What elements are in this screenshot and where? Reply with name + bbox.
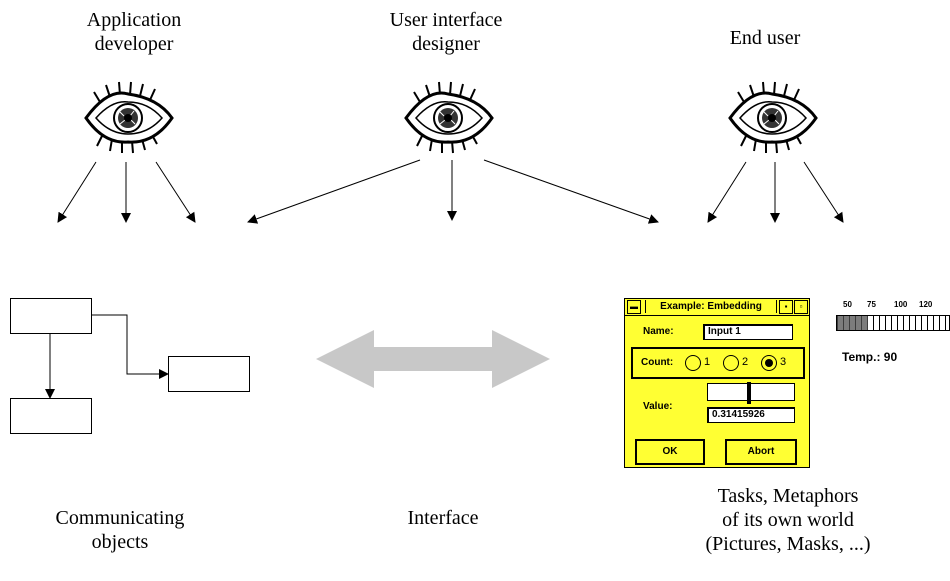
window-menu-icon[interactable]: ▬ [627,300,641,314]
arrow-enduser-right [803,161,844,223]
radio-option-1[interactable] [685,355,701,371]
arrow-designer-left [247,159,421,224]
temperature-scale[interactable] [836,315,950,331]
tick-label-120: 120 [919,300,933,309]
count-label: Count: [641,357,674,368]
eye-icon-end-user [728,80,818,155]
role-ui-designer: User interface designer [389,9,503,55]
value-field[interactable]: 0.31415926 [707,407,795,423]
object-box-top [10,298,92,334]
radio-option-3[interactable] [761,355,777,371]
radio-label-3: 3 [780,356,787,368]
radio-label-1: 1 [704,356,711,368]
value-label: Value: [643,401,673,412]
tick-label-100: 100 [894,300,908,309]
arrow-developer-left [57,161,97,223]
minimize-icon[interactable]: ▪ [779,300,793,314]
radio-option-2[interactable] [723,355,739,371]
ok-button[interactable]: OK [635,439,705,465]
name-input[interactable]: Input 1 [703,324,793,340]
abort-button[interactable]: Abort [725,439,797,465]
double-arrow-interface [316,330,550,388]
tick-label-50: 50 [843,300,852,309]
arrow-developer-right [155,161,196,223]
caption-communicating-objects: Communicating objects [55,507,185,553]
caption-tasks-metaphors: Tasks, Metaphors of its own world (Pictu… [705,485,871,555]
arrow-designer-right [483,159,659,224]
dialog-title: Example: Embedding [645,300,777,313]
name-label: Name: [643,326,674,337]
caption-interface: Interface [407,507,479,529]
role-application-developer: Application developer [86,9,182,55]
count-group: Count: 1 2 3 [631,347,805,379]
role-end-user: End user [729,27,801,49]
eye-icon-developer [84,80,174,155]
object-box-bottom [10,398,92,434]
temperature-fill [837,316,868,330]
temperature-label: Temp.: 90 [842,350,898,364]
connector-right [90,314,169,379]
example-dialog: ▬ Example: Embedding ▪ ▫ Name: Input 1 C… [624,298,810,468]
arrow-enduser-left [707,161,747,223]
radio-label-2: 2 [742,356,749,368]
tick-label-75: 75 [867,300,876,309]
maximize-icon[interactable]: ▫ [794,300,808,314]
object-box-right [168,356,250,392]
eye-icon-designer [404,80,494,155]
slider-thumb[interactable] [747,382,751,404]
value-slider[interactable] [707,382,795,404]
dialog-title-bar: ▬ Example: Embedding ▪ ▫ [625,299,809,316]
